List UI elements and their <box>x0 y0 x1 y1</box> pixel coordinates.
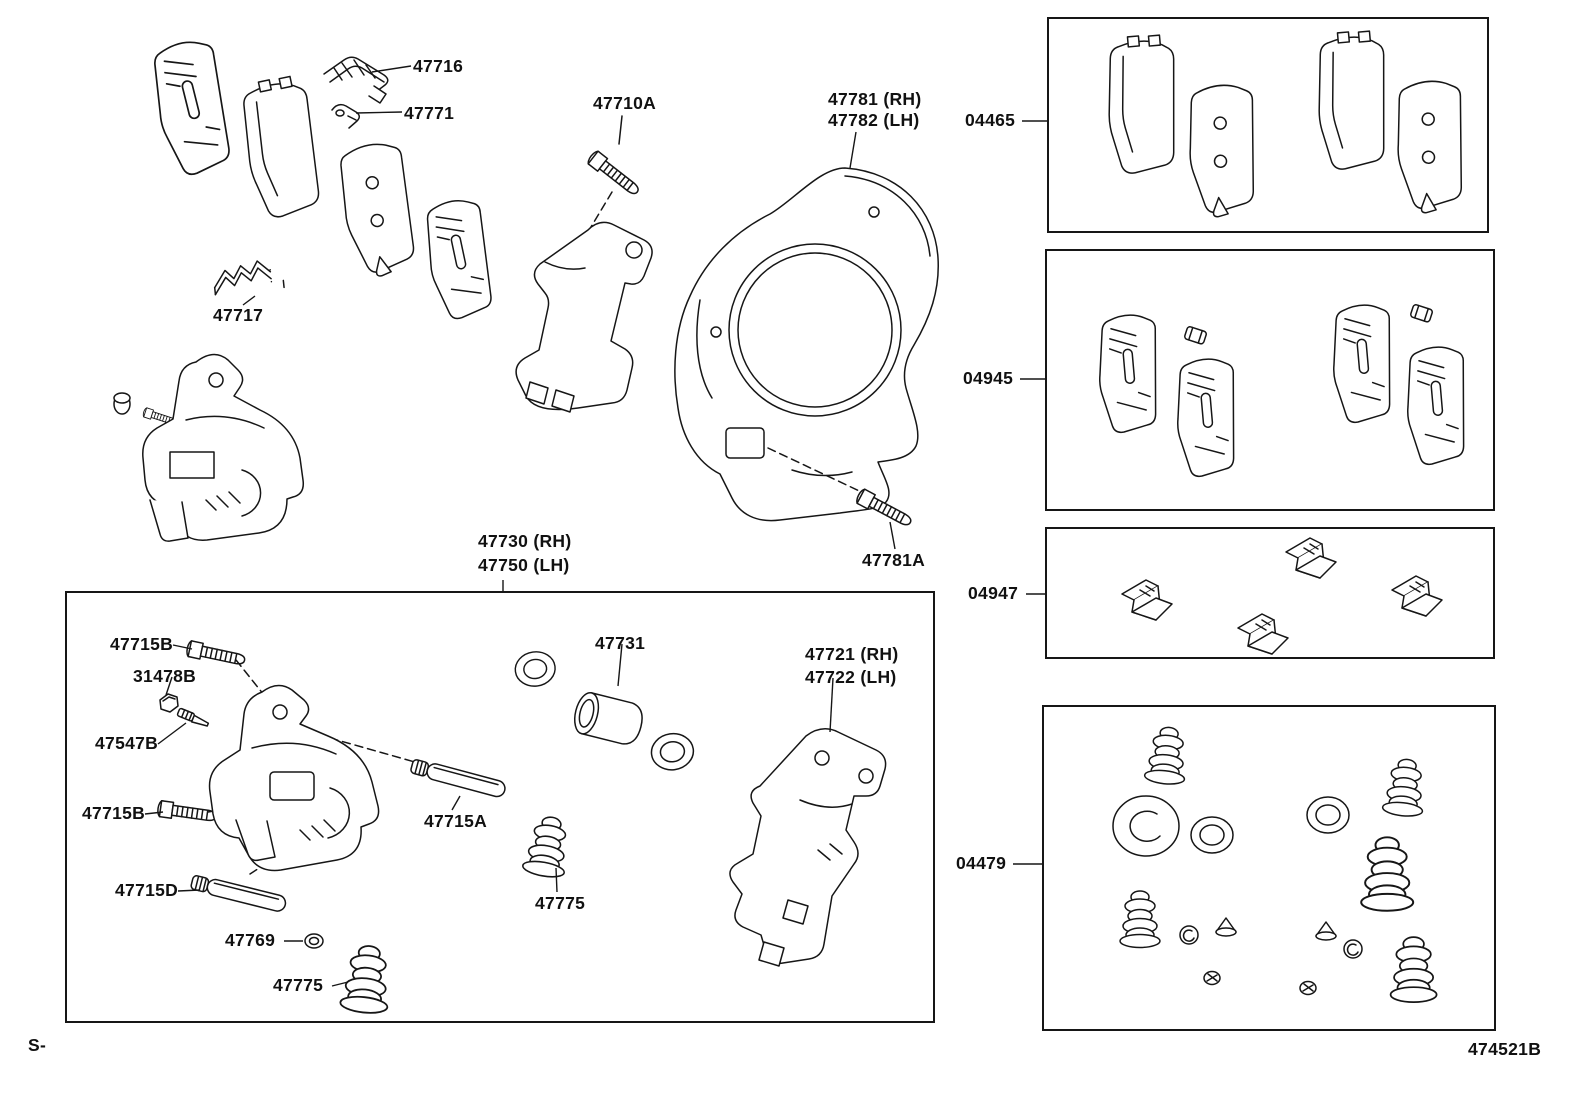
bushing-drawing <box>159 693 179 713</box>
part-label-47775-1: 47775 <box>535 893 586 913</box>
part-label-47769: 47769 <box>225 930 276 950</box>
piston-seal-drawing <box>1112 795 1180 857</box>
dust-shield-drawing <box>674 167 939 531</box>
part-label-04947: 04947 <box>968 583 1019 603</box>
caliper-assembly-drawing <box>113 353 305 542</box>
pad-stack-drawing <box>143 35 502 323</box>
figure-number: 474521B <box>1468 1039 1542 1059</box>
support-bracket-drawing <box>515 115 653 413</box>
part-label-47750-lh: 47750 (LH) <box>478 555 570 575</box>
part-label-47715b-1: 47715B <box>110 634 174 654</box>
part-label-04945: 04945 <box>963 368 1014 388</box>
caliper-kit-drawing <box>156 639 887 1016</box>
part-label-04465: 04465 <box>965 110 1016 130</box>
part-label-47710a: 47710A <box>593 93 657 113</box>
part-label-31478b: 31478B <box>133 666 197 686</box>
part-label-04479: 04479 <box>956 853 1007 873</box>
part-label-47715a: 47715A <box>424 811 488 831</box>
part-label-47771: 47771 <box>404 103 455 123</box>
kit-box-04945 <box>1045 249 1495 511</box>
part-label-47731: 47731 <box>595 633 646 653</box>
part-label-47775-2: 47775 <box>273 975 324 995</box>
page-code-left: S- <box>28 1035 47 1055</box>
shim-kit-drawing <box>1093 302 1473 479</box>
main-caliper-box <box>65 591 935 1023</box>
pad-kit-drawing <box>1101 28 1472 220</box>
leader-lines <box>144 65 1048 987</box>
part-label-47781-rh: 47781 (RH) <box>828 89 922 109</box>
pad-clip-drawing <box>331 103 360 129</box>
kit-box-04947 <box>1045 527 1495 659</box>
part-label-47781a: 47781A <box>862 550 926 570</box>
part-label-47722-lh: 47722 (LH) <box>805 667 897 687</box>
cap-drawing <box>304 933 324 949</box>
kit-box-04465 <box>1047 17 1489 233</box>
part-label-47716: 47716 <box>413 56 464 76</box>
part-label-47715d: 47715D <box>115 880 179 900</box>
bleeder-screw-drawing <box>176 707 210 727</box>
part-label-47715b-2: 47715B <box>82 803 146 823</box>
part-label-47717: 47717 <box>213 305 264 325</box>
part-label-47730-rh: 47730 (RH) <box>478 531 572 551</box>
kit-box-04479 <box>1042 705 1496 1031</box>
pad-spring-drawing <box>323 56 389 104</box>
part-label-47547b: 47547B <box>95 733 159 753</box>
cylinder-kit-drawing <box>1112 724 1438 1003</box>
part-label-47782-lh: 47782 (LH) <box>828 110 920 130</box>
fitting-kit-drawing <box>1121 537 1443 655</box>
part-label-47721-rh: 47721 (RH) <box>805 644 899 664</box>
